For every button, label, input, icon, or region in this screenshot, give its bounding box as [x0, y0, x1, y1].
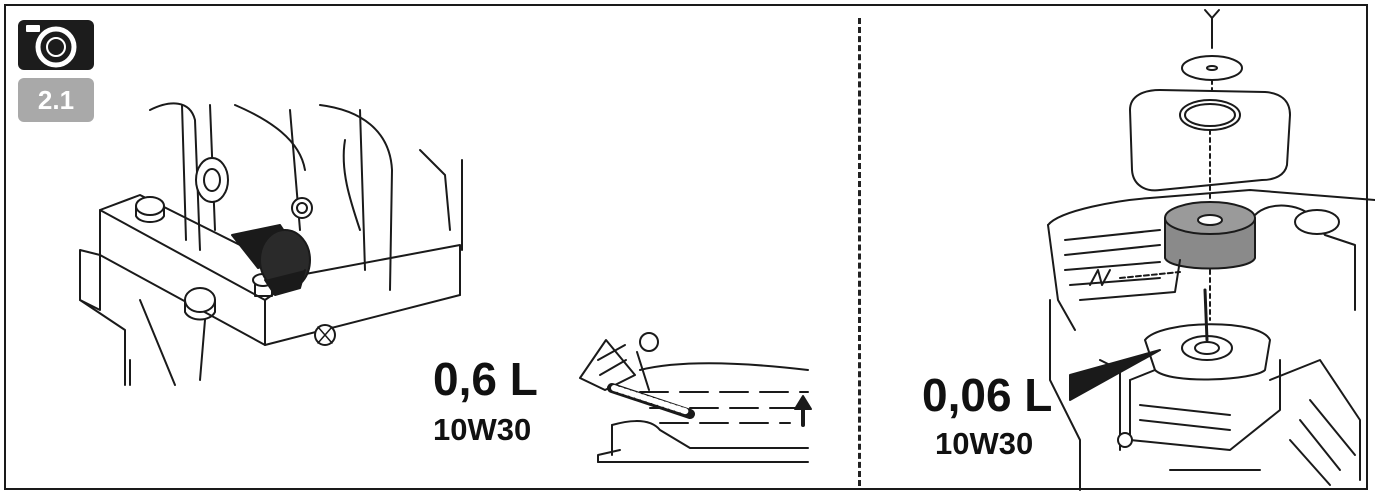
- oil-grade-air-filter: 10W30: [935, 426, 1034, 461]
- engine-block-left: [79, 102, 463, 386]
- air-filter-exploded: [1047, 9, 1375, 491]
- camera-icon: [18, 20, 94, 70]
- panel-divider: [858, 18, 861, 486]
- step-number-badge: 2.1: [18, 78, 94, 122]
- foam-filter: [1164, 201, 1256, 270]
- oil-volume-air-filter: 0,06 L: [922, 369, 1053, 421]
- oil-grade-engine: 10W30: [433, 412, 532, 447]
- oil-volume-engine: 0,6 L: [433, 353, 538, 405]
- dipstick-detail: [579, 332, 812, 463]
- oil-fill-plug: [231, 224, 311, 296]
